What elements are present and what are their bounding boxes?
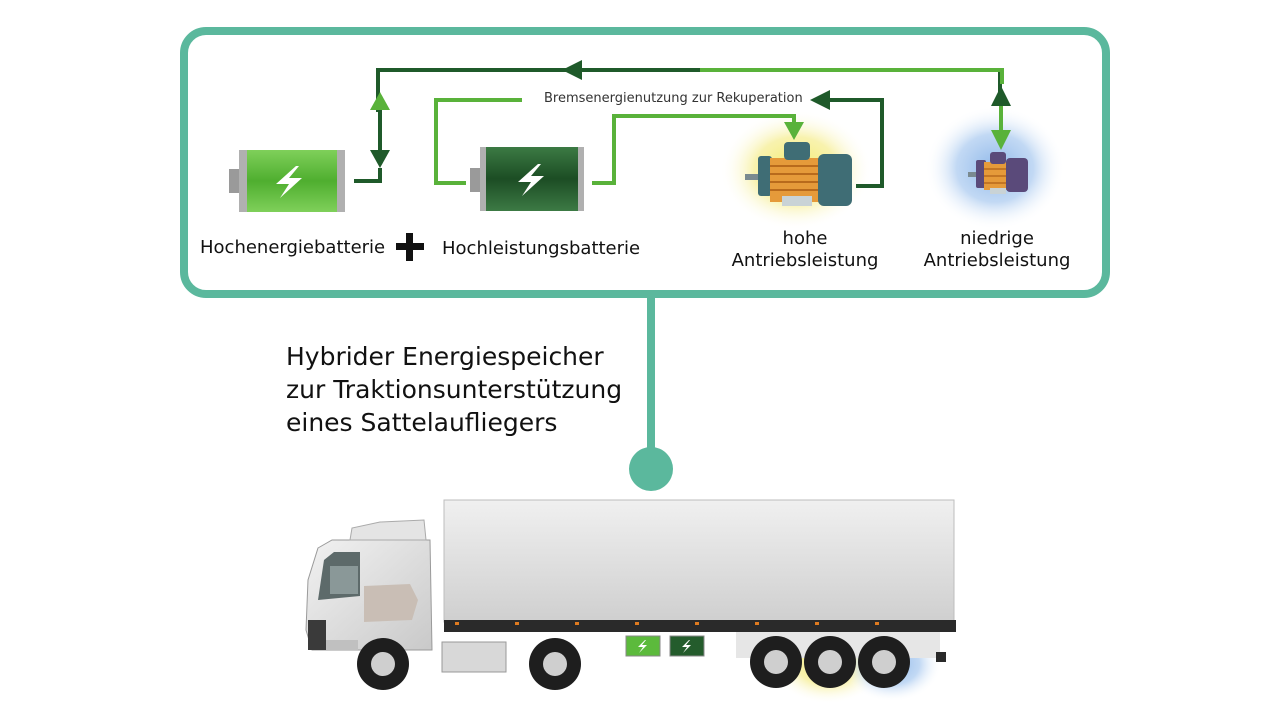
- recuperation-label: Bremsenergienutzung zur Rekuperation: [540, 91, 807, 106]
- arrow-head-up-bat1: [370, 92, 390, 110]
- lightning-icon: [518, 164, 544, 196]
- high-energy-battery-icon: [229, 150, 345, 212]
- arrow-head-down-high: [784, 122, 804, 140]
- high-power-battery-icon: [470, 147, 584, 211]
- arrow-head-up-low: [991, 86, 1011, 106]
- bat2-out-line: [592, 114, 796, 185]
- high-drive-label-line2: Antriebsleistung: [731, 250, 879, 271]
- low-drive-label-line2: Antriebsleistung: [923, 250, 1071, 271]
- electric-motor-icon-high: [745, 142, 852, 206]
- caption-line1: Hybrider Energiespeicher: [286, 342, 604, 371]
- high-power-battery-label: Hochleistungsbatterie: [442, 238, 641, 259]
- connector-dot: [629, 447, 673, 491]
- arrow-head-down-bat1: [370, 150, 390, 168]
- top-loop-right-light: [700, 68, 1004, 84]
- diagram-caption: Hybrider Energiespeicher zur Traktionsun…: [286, 340, 622, 439]
- lightning-icon: [638, 640, 647, 653]
- lightning-icon: [682, 640, 691, 653]
- truck-illustration: [305, 499, 956, 704]
- high-drive-recup-line: [830, 98, 884, 188]
- electric-motor-icon-low: [968, 152, 1028, 194]
- trailer-box: [443, 499, 955, 623]
- arrow-head-down-low: [991, 130, 1011, 150]
- system-frame: [180, 27, 1110, 298]
- high-drive-label-line1: hohe: [782, 228, 828, 249]
- bat2-in-line: [434, 98, 522, 185]
- bat1-out-line: [354, 168, 382, 183]
- high-drive-label: hohe Antriebsleistung: [728, 228, 882, 272]
- recuperation-loop-top: [376, 68, 1002, 112]
- arrow-head-left: [562, 60, 582, 80]
- caption-line2: zur Traktionsunterstützung: [286, 375, 623, 404]
- low-drive-label: niedrige Antriebsleistung: [922, 228, 1072, 272]
- low-drive-label-line1: niedrige: [960, 228, 1034, 249]
- plus-sign-icon: [396, 233, 424, 261]
- high-energy-battery-label: Hochenergiebatterie: [200, 237, 386, 258]
- lightning-icon: [276, 166, 302, 198]
- arrow-head-left-recup: [810, 90, 830, 110]
- caption-line3: eines Sattelaufliegers: [286, 408, 558, 437]
